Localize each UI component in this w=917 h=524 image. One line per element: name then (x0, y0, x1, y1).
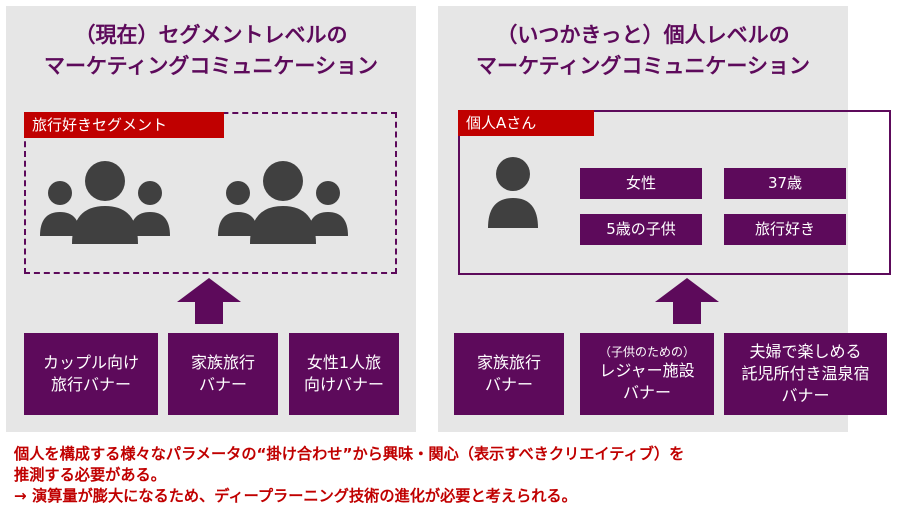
panel-title-line2: マーケティングコミュニケーション (476, 54, 810, 78)
attribute-age: 37歳 (724, 168, 846, 199)
attribute-interest: 旅行好き (724, 214, 846, 245)
banner-couple-travel: カップル向け 旅行バナー (24, 333, 158, 415)
conclusion-text: 個人を構成する様々なパラメータの“掛け合わせ”から興味・関心（表示すべきクリエイ… (14, 444, 909, 507)
segment-label: 旅行好きセグメント (24, 112, 224, 138)
banner-line: バナー (198, 375, 247, 394)
banner-line: バナー (622, 383, 671, 402)
individual-profile-box (458, 110, 891, 275)
attribute-gender: 女性 (580, 168, 702, 199)
banner-family-travel: 家族旅行 バナー (168, 333, 278, 415)
banner-line: 託児所付き温泉宿 (741, 364, 870, 383)
banner-solo-female-travel: 女性1人旅 向けバナー (289, 333, 399, 415)
attribute-child: 5歳の子供 (580, 214, 702, 245)
banner-line: カップル向け (42, 353, 139, 372)
banner-family-travel: 家族旅行 バナー (454, 333, 564, 415)
banner-couple-hot-spring: 夫婦で楽しめる 託児所付き温泉宿 バナー (724, 333, 887, 415)
panel-title-line1: （いつかきっと）個人レベルの (496, 23, 790, 47)
banner-leisure-facility: （子供のための） レジャー施設 バナー (580, 333, 714, 415)
banner-line: 向けバナー (303, 375, 384, 394)
person-icon (488, 157, 538, 228)
banner-line: 旅行バナー (50, 375, 131, 394)
segment-level-panel: （現在）セグメントレベルの マーケティングコミュニケーション 旅行好きセグメント… (6, 6, 416, 432)
panel-title-line2: マーケティングコミュニケーション (44, 54, 378, 78)
people-group-icon (40, 161, 170, 244)
people-group-icon (218, 161, 348, 244)
banner-line: 家族旅行 (190, 353, 255, 372)
conclusion-line: 推測する必要がある。 (14, 466, 166, 484)
individual-level-panel: （いつかきっと）個人レベルの マーケティングコミュニケーション 個人Aさん 女性… (438, 6, 891, 432)
conclusion-line: → 演算量が膨大になるため、ディープラーニング技術の進化が必要と考えられる。 (14, 487, 577, 505)
up-arrow-icon (177, 278, 241, 324)
person-label: 個人Aさん (458, 110, 594, 136)
banner-line: レジャー施設 (599, 361, 695, 380)
conclusion-line: 個人を構成する様々なパラメータの“掛け合わせ”から興味・関心（表示すべきクリエイ… (14, 445, 685, 463)
banner-line: 家族旅行 (476, 353, 541, 372)
banner-line: 女性1人旅 (306, 353, 382, 372)
up-arrow-icon (655, 278, 719, 324)
panel-title-line1: （現在）セグメントレベルの (74, 23, 348, 47)
panel-title: （いつかきっと）個人レベルの マーケティングコミュニケーション (438, 20, 848, 82)
banner-line: 夫婦で楽しめる (749, 342, 862, 361)
banner-line: バナー (781, 386, 830, 405)
banner-line: バナー (484, 375, 533, 394)
panel-title: （現在）セグメントレベルの マーケティングコミュニケーション (6, 20, 416, 82)
banner-note: （子供のための） (598, 345, 695, 359)
